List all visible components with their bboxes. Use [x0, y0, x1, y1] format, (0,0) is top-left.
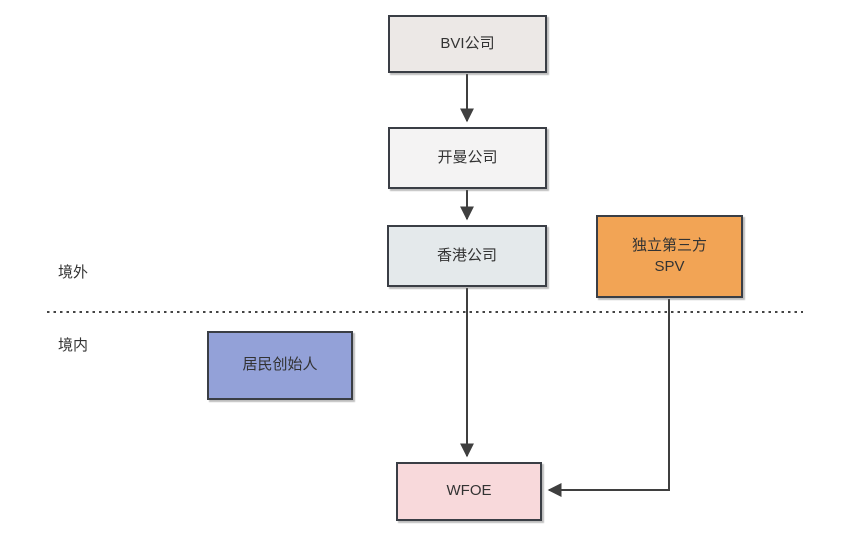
- node-hongkong-company-label: 香港公司: [436, 246, 497, 264]
- label-offshore: 境外: [58, 264, 89, 281]
- offshore-onshore-divider: [47, 311, 803, 313]
- node-resident-founder-label: 居民创始人: [242, 356, 318, 374]
- node-bvi-company: BVI公司: [388, 15, 547, 73]
- node-cayman-company: 开曼公司: [388, 127, 547, 189]
- label-onshore: 境内: [58, 337, 89, 354]
- node-independent-third-party-spv: 独立第三方 SPV: [596, 215, 743, 298]
- node-independent-third-party-spv-label: 独立第三方 SPV: [631, 237, 707, 275]
- node-bvi-company-label: BVI公司: [440, 34, 495, 52]
- node-cayman-company-label: 开曼公司: [437, 148, 498, 166]
- node-wfoe-label: WFOE: [446, 482, 492, 500]
- node-wfoe: WFOE: [396, 462, 542, 521]
- connector-spv-to-wfoe: [547, 299, 670, 497]
- node-hongkong-company: 香港公司: [387, 225, 547, 287]
- node-resident-founder: 居民创始人: [207, 331, 353, 400]
